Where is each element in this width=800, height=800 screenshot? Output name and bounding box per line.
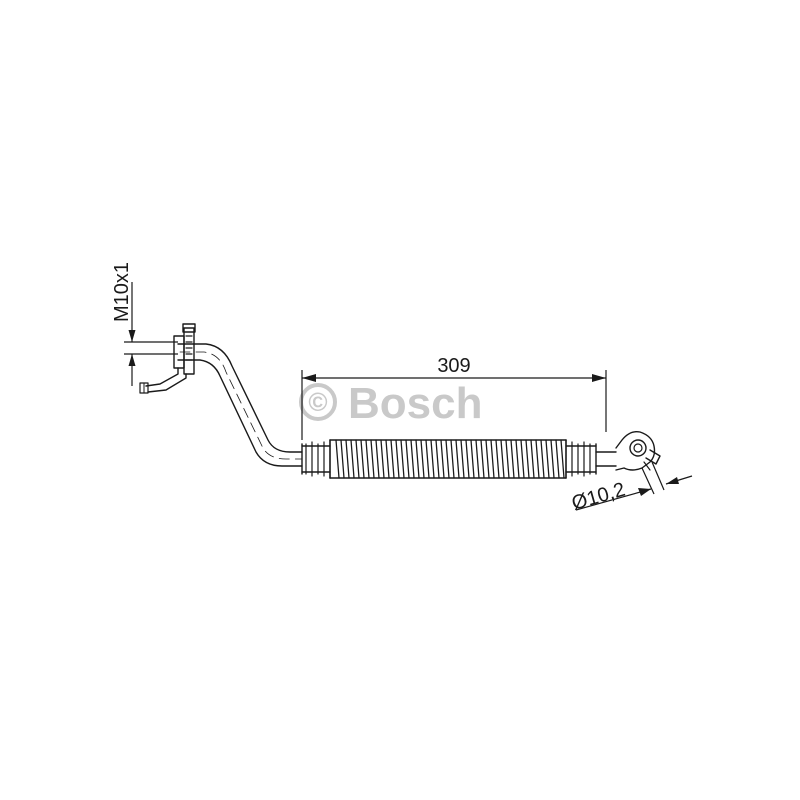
diameter-label: Ø10,2	[569, 479, 627, 515]
bosch-watermark: © Bosch	[299, 379, 482, 428]
hose-rib	[450, 439, 455, 479]
thread-label: M10x1	[111, 262, 133, 322]
hose-rib	[345, 439, 350, 479]
thread-dimension: M10x1	[111, 262, 178, 386]
hose-rib	[340, 439, 345, 479]
hose-rib	[455, 439, 460, 479]
hose-rib	[400, 439, 405, 479]
brand-name: Bosch	[348, 379, 482, 428]
hose-rib	[480, 439, 485, 479]
right-banjo-fitting	[615, 430, 661, 471]
hose-rib	[375, 439, 380, 479]
hose-rib	[430, 439, 435, 479]
hose-rib	[525, 439, 530, 479]
hose-rib	[505, 439, 510, 479]
hose-rib	[420, 439, 425, 479]
flexible-hose	[301, 439, 617, 479]
length-label: 309	[437, 355, 470, 377]
hose-rib	[470, 439, 475, 479]
hose-rib	[370, 439, 375, 479]
left-end-fitting	[139, 323, 196, 394]
hose-rib	[500, 439, 505, 479]
hose-rib	[520, 439, 525, 479]
hose-rib	[515, 439, 520, 479]
hose-rib	[335, 439, 340, 479]
hose-rib	[490, 439, 495, 479]
hose-rib	[415, 439, 420, 479]
hose-rib	[460, 439, 465, 479]
hose-rib	[530, 439, 535, 479]
hose-rib	[435, 439, 440, 479]
hose-rib	[390, 439, 395, 479]
hose-rib	[355, 439, 360, 479]
hose-rib	[365, 439, 370, 479]
hose-rib	[380, 439, 385, 479]
hose-rib	[540, 439, 545, 479]
hose-rib	[475, 439, 480, 479]
hose-rib	[510, 439, 515, 479]
copyright-symbol: ©	[308, 387, 327, 417]
hose-ribs	[335, 439, 565, 479]
hose-rib	[485, 439, 490, 479]
hose-rib	[395, 439, 400, 479]
copyright-ring-icon	[299, 383, 337, 421]
hose-rib	[550, 439, 555, 479]
hose-rib	[555, 439, 560, 479]
hose-rib	[465, 439, 470, 479]
metal-pipe	[177, 343, 303, 467]
hose-rib	[445, 439, 450, 479]
hose-rib	[410, 439, 415, 479]
hose-rib	[545, 439, 550, 479]
hose-rib	[560, 439, 565, 479]
hose-rib	[495, 439, 500, 479]
hose-rib	[350, 439, 355, 479]
hose-rib	[425, 439, 430, 479]
hose-rib	[360, 439, 365, 479]
hose-rib	[385, 439, 390, 479]
hose-rib	[440, 439, 445, 479]
hose-rib	[405, 439, 410, 479]
hose-rib	[535, 439, 540, 479]
length-dimension: 309	[301, 355, 607, 440]
